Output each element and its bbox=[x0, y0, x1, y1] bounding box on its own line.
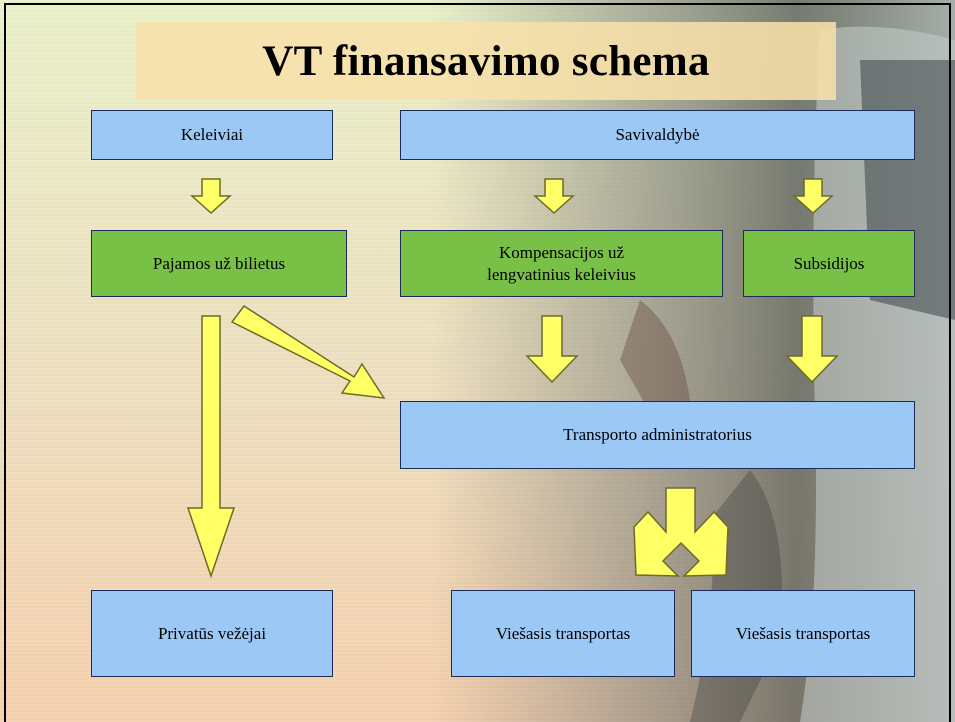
node-administratorius: Transporto administratorius bbox=[400, 401, 915, 469]
arrow-savivaldybe-to-kompensacijos bbox=[533, 178, 575, 215]
arrow-administratorius-split bbox=[633, 487, 729, 577]
arrow-pajamos-to-privatus bbox=[186, 315, 236, 579]
node-keleiviai: Keleiviai bbox=[91, 110, 333, 160]
node-savivaldybe: Savivaldybė bbox=[400, 110, 915, 160]
arrow-pajamos-to-administratorius bbox=[230, 304, 386, 399]
frame-top-line bbox=[4, 3, 951, 5]
node-kompensacijos-label: Kompensacijos už lengvatinius keleivius bbox=[487, 243, 636, 284]
arrow-subsidijos-to-administratorius bbox=[785, 315, 839, 384]
node-viesasis-1: Viešasis transportas bbox=[451, 590, 675, 677]
node-viesasis-2-label: Viešasis transportas bbox=[735, 623, 871, 643]
title-band bbox=[136, 22, 836, 100]
node-viesasis-1-label: Viešasis transportas bbox=[495, 623, 631, 643]
page-title: VT finansavimo schema bbox=[262, 37, 710, 85]
node-subsidijos: Subsidijos bbox=[743, 230, 915, 297]
node-subsidijos-label: Subsidijos bbox=[793, 253, 865, 273]
node-administratorius-label: Transporto administratorius bbox=[563, 425, 752, 445]
node-viesasis-2: Viešasis transportas bbox=[691, 590, 915, 677]
frame-right-line bbox=[949, 3, 951, 722]
node-kompensacijos: Kompensacijos už lengvatinius keleivius bbox=[400, 230, 723, 297]
node-pajamos-label: Pajamos už bilietus bbox=[152, 253, 286, 273]
node-privatus-label: Privatūs vežėjai bbox=[157, 623, 267, 643]
arrow-savivaldybe-to-subsidijos bbox=[792, 178, 834, 215]
node-pajamos: Pajamos už bilietus bbox=[91, 230, 347, 297]
frame-left-line bbox=[4, 3, 6, 722]
node-keleiviai-label: Keleiviai bbox=[180, 125, 244, 145]
arrow-keleiviai-to-pajamos bbox=[190, 178, 232, 215]
node-savivaldybe-label: Savivaldybė bbox=[615, 125, 700, 145]
arrow-kompensacijos-to-administratorius bbox=[525, 315, 579, 384]
node-privatus: Privatūs vežėjai bbox=[91, 590, 333, 677]
